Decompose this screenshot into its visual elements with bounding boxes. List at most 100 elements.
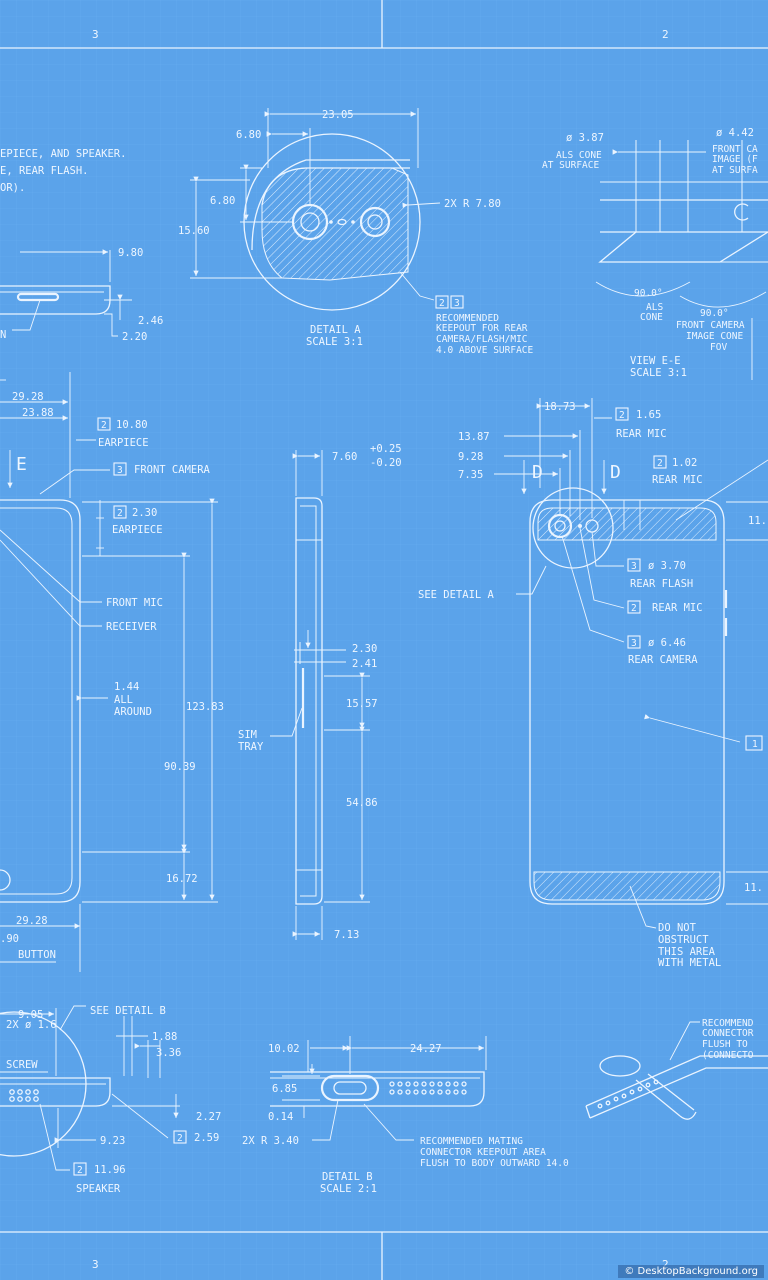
note-line: EPIECE, AND SPEAKER. [0,148,126,160]
dim-label: 15.60 [178,225,210,237]
note-line: FLUSH TO BODY OUTWARD 14.0 [420,1158,569,1169]
note-line: E, REAR FLASH. [0,165,89,177]
back-view: 18.73 13.87 9.28 7.35 D D 2 1.65 REAR MI… [418,398,768,969]
callout-label: FRONT MIC [106,597,163,609]
dim-label: 29.28 [12,391,44,403]
callout-value: ø 6.46 [648,637,686,649]
see-detail-label: SEE DETAIL A [418,589,495,601]
dim-label: 2X R 7.80 [444,198,501,210]
dim-label: 6.85 [272,1083,297,1095]
dim-label: 2.20 [122,331,147,343]
connector-iso-view: RECOMMEND CONNECTOR FLUSH TO (CONNECTO [585,1018,768,1120]
view-scale: SCALE 3:1 [630,367,687,379]
view-e-e: ø 3.87 ALS CONE AT SURFACE ø 4.42 FRONT … [542,127,768,380]
angle-label: 90.0° [634,288,663,299]
dim-label: 2.46 [138,315,163,327]
callout-label: REAR CAMERA [628,654,698,666]
dim-label: N [0,329,6,341]
dim-label: 10.02 [268,1043,300,1055]
dim-label: 11. [748,515,767,527]
note-line: THIS AREA [658,946,716,958]
callout-tag: 3 [117,465,123,476]
detail-b-connector: 10.02 24.27 6.85 0.14 2X R 3.40 RECOMMEN… [242,1036,569,1195]
detail-b-speaker: 9.05 SEE DETAIL B 2X ø 1.6 SCREW 1.88 3.… [0,1005,221,1195]
dim-label: 24.27 [410,1043,442,1055]
dim-label: 2.30 [352,643,377,655]
callout-label: REAR MIC [652,474,703,486]
detail-title: DETAIL B [322,1171,373,1183]
callout-value: 2.59 [194,1132,219,1144]
callout-label: EARPIECE [112,524,163,536]
view-title: VIEW E-E [630,355,681,367]
angle-label: FOV [710,342,727,353]
callout-label: SPEAKER [76,1183,121,1195]
callout-tag: 1 [752,739,758,750]
angle-label: ALS [646,302,663,313]
dim-label: 2.41 [352,658,377,670]
dim-label: 2.27 [196,1111,221,1123]
note-tag: 2 [439,298,445,309]
detail-scale: SCALE 2:1 [320,1183,377,1195]
connector-holes [389,1081,467,1095]
detail-scale: SCALE 3:1 [306,336,363,348]
see-detail-label: SEE DETAIL B [90,1005,166,1017]
dim-label: AT SURFA [712,165,758,176]
dim-label: IMAGE (F [712,154,758,165]
dim-label: 18.73 [544,401,576,413]
callout-tag: 2 [77,1165,83,1176]
callout-tag: 2 [177,1133,183,1144]
callout-value: 11.96 [94,1164,126,1176]
note-line: 4.0 ABOVE SURFACE [436,345,534,356]
note-line: CONNECTOR KEEPOUT AREA [420,1147,546,1158]
callout-label: EARPIECE [98,437,149,449]
dim-label: ø 3.87 [566,132,604,144]
callout-label: BUTTON [18,949,56,961]
dim-label: 9.28 [458,451,483,463]
callout-label: FRONT CAMERA [134,464,211,476]
callout-label: REAR MIC [652,602,703,614]
callout-tag: 2 [101,420,107,431]
dim-label: FRONT CA [712,144,758,155]
note-line: RECOMMEND [702,1018,754,1029]
note-line: FLUSH TO [702,1039,748,1050]
callout-value: 2.30 [132,507,157,519]
dim-label: AROUND [114,706,152,718]
zone-label: 2 [662,1258,669,1271]
callout-value: 1.65 [636,409,661,421]
front-view: 29.28 23.88 2 10.80 EARPIECE 3 FRONT CAM… [0,372,224,972]
note-line: CONNECTOR [702,1028,754,1039]
dim-label: 3.36 [156,1047,181,1059]
note-tag: 3 [454,298,460,309]
note-line: OR). [0,182,25,194]
callout-label: SIM [238,729,257,741]
callout-value: ø 3.70 [648,560,686,572]
callout-label: REAR FLASH [630,578,693,590]
bottom-profile-view-top: 9.80 2.46 2.20 N [0,247,163,343]
note-line: OBSTRUCT [658,934,709,946]
dim-label: -0.20 [370,457,402,469]
note-line: (CONNECTO [702,1050,754,1061]
section-mark: D [610,462,621,483]
dim-label: 90.39 [164,761,196,773]
side-view: 7.60 +0.25 -0.20 2.30 2.41 15.57 54.86 7… [238,443,402,941]
note-line: RECOMMENDED [436,313,499,324]
dim-label: 7.60 [332,451,357,463]
dim-label: 23.88 [22,407,54,419]
dim-label: 29.28 [16,915,48,927]
dim-label: 9.23 [100,1135,125,1147]
dim-label: 16.72 [166,873,198,885]
zone-label: 3 [92,28,99,41]
detail-title: DETAIL A [310,324,361,336]
watermark: © DesktopBackground.org [618,1265,764,1278]
dim-label: ALS CONE [556,150,602,161]
note-line: DO NOT [658,922,697,934]
callout-label: RECEIVER [106,621,157,633]
callout-label: TRAY [238,741,264,753]
angle-label: 90.0° [700,308,729,319]
angle-label: CONE [640,312,663,323]
dim-label: 0.14 [268,1111,293,1123]
dim-label: 9.80 [118,247,143,259]
dim-label: 6.80 [236,129,261,141]
